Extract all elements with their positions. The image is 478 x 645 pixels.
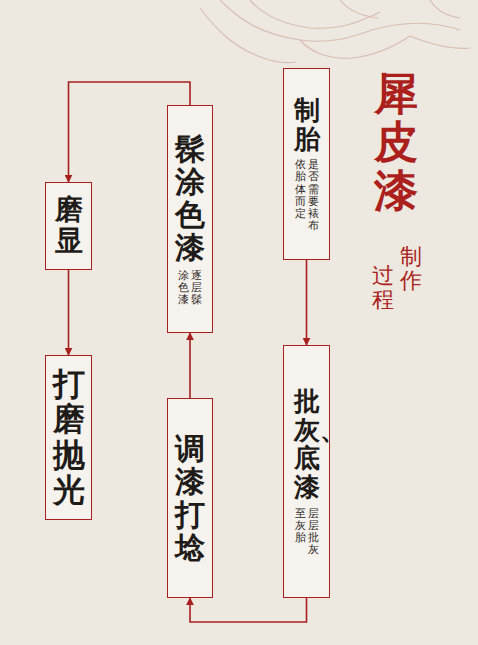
step-note: 依胎体而定 — [295, 159, 306, 232]
process-box: 髹涂色漆逐层髹涂色漆 — [167, 105, 213, 333]
step-note: 层层批灰 — [308, 508, 319, 556]
subtitle-label: 制作 — [400, 245, 422, 293]
note-columns: 层层批灰至灰胎 — [295, 508, 319, 556]
note-columns: 逐层髹涂色漆 — [178, 270, 202, 306]
note-columns: 是否需要裱布依胎体而定 — [295, 159, 319, 232]
flow-arrow — [190, 598, 307, 622]
process-box: 批灰、底漆层层批灰至灰胎 — [283, 345, 330, 598]
step-name: 制胎 — [294, 96, 320, 153]
subtitle-label: 过程 — [372, 264, 394, 312]
step-name: 髹涂色漆 — [175, 132, 205, 264]
step-note: 逐层髹 — [191, 270, 202, 306]
step-name: 批灰、底漆 — [294, 387, 320, 501]
process-box: 调漆打埝 — [167, 398, 213, 598]
title: 犀皮漆 — [374, 70, 418, 215]
step-name: 打磨抛光 — [53, 367, 85, 508]
flow-arrow — [306, 260, 308, 345]
process-box: 制胎是否需要裱布依胎体而定 — [283, 68, 330, 260]
process-box: 打磨抛光 — [45, 355, 92, 520]
step-note: 是否需要裱布 — [308, 159, 319, 232]
process-box: 磨显 — [45, 182, 92, 270]
flow-arrow — [189, 333, 191, 398]
step-name: 磨显 — [55, 195, 83, 257]
step-note: 至灰胎 — [295, 508, 306, 556]
step-note: 涂色漆 — [178, 270, 189, 306]
step-name: 调漆打埝 — [175, 432, 205, 564]
flow-arrow — [68, 270, 70, 355]
